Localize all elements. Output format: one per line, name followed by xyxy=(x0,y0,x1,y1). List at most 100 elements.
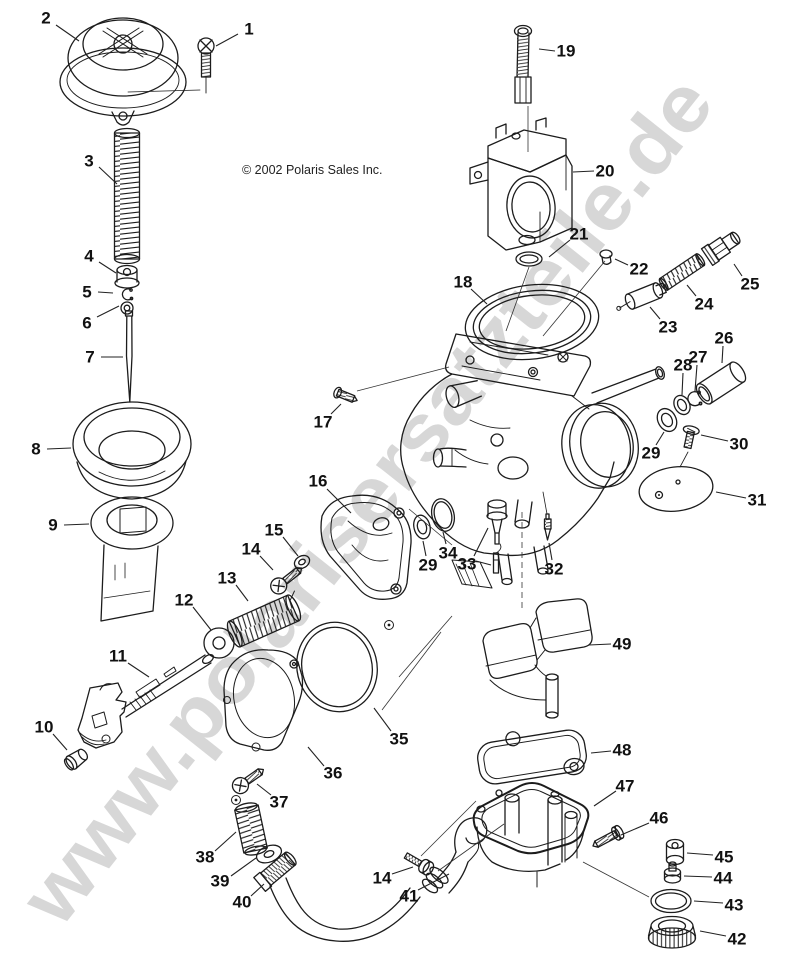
part-9-throttle-slide xyxy=(90,496,174,622)
leader-line-1 xyxy=(215,33,239,47)
part-8-diaphragm xyxy=(72,401,192,500)
part-13-return-spring xyxy=(226,590,302,648)
part-7-jet-needle xyxy=(124,310,134,403)
part-33-needle-valve xyxy=(486,499,508,574)
part-31-cover-plate xyxy=(638,466,714,512)
part-36-chamber-cover xyxy=(223,649,304,752)
part-label-24: 24 xyxy=(695,295,714,314)
part-label-45: 45 xyxy=(715,848,734,867)
part-label-27: 27 xyxy=(689,348,708,367)
part-47-float-bowl xyxy=(472,782,590,888)
part-label-36: 36 xyxy=(324,764,343,783)
part-label-2: 2 xyxy=(41,9,50,28)
part-label-25: 25 xyxy=(741,275,760,294)
part-label-26: 26 xyxy=(715,329,734,348)
part-25-cable-adjuster xyxy=(700,231,741,267)
leader-line-18 xyxy=(470,288,488,305)
leader-line-46 xyxy=(620,822,650,836)
part-21-o-ring xyxy=(515,251,543,267)
part-label-34: 34 xyxy=(439,544,458,563)
part-label-29: 29 xyxy=(419,556,438,575)
leader-line-29 xyxy=(655,431,665,446)
part-14-cover-screw xyxy=(270,567,303,595)
part-label-42: 42 xyxy=(728,930,747,949)
part-26-sleeve xyxy=(695,361,747,405)
leader-line-37 xyxy=(256,783,272,796)
leader-line-11 xyxy=(127,662,150,678)
leader-line-41 xyxy=(417,873,450,891)
part-label-10: 10 xyxy=(35,718,54,737)
part-14-bowl-screw xyxy=(403,852,435,876)
part-label-23: 23 xyxy=(659,318,678,337)
part-1-cover-screw xyxy=(197,37,215,94)
leader-line-9 xyxy=(63,523,90,526)
leader-line-49 xyxy=(588,643,612,646)
part-4-spring-seat xyxy=(114,264,140,289)
part-label-20: 20 xyxy=(596,162,615,181)
leader-line-42 xyxy=(699,930,727,937)
leader-line-33 xyxy=(473,527,489,557)
leader-line-19 xyxy=(538,48,556,52)
leader-line-43 xyxy=(693,900,724,904)
leader-line-25 xyxy=(733,263,743,277)
part-label-28: 28 xyxy=(674,356,693,375)
leader-line-48 xyxy=(590,750,612,754)
leader-line-20 xyxy=(572,170,595,173)
part-label-18: 18 xyxy=(454,273,473,292)
part-34-o-ring xyxy=(430,498,456,532)
alignment-dot-right xyxy=(384,620,394,630)
leader-line-21 xyxy=(548,239,571,258)
leader-line-38 xyxy=(214,831,237,852)
part-label-49: 49 xyxy=(613,635,632,654)
part-37-cover-screw xyxy=(231,768,265,795)
leader-line-17 xyxy=(330,403,342,415)
leader-line-33 xyxy=(475,560,492,566)
part-label-4: 4 xyxy=(84,247,94,266)
part-44-drain-fitting xyxy=(663,861,682,884)
part-16-mixing-chamber-top xyxy=(320,494,412,600)
part-23-plunger xyxy=(616,282,667,311)
part-label-13: 13 xyxy=(218,569,237,588)
part-label-14: 14 xyxy=(373,869,392,888)
part-label-7: 7 xyxy=(85,348,94,367)
leader-line-10 xyxy=(52,733,68,751)
part-12-bushing-washer xyxy=(203,627,235,659)
part-label-5: 5 xyxy=(82,283,91,302)
part-39-washer xyxy=(255,844,283,864)
leader-line-29 xyxy=(422,540,427,557)
leader-line-36 xyxy=(307,746,325,767)
leader-line-4 xyxy=(98,261,117,274)
leader-line-3 xyxy=(98,166,118,185)
part-35-cover-gasket xyxy=(296,621,378,713)
part-43-o-ring xyxy=(650,888,692,914)
copyright-text: © 2002 Polaris Sales Inc. xyxy=(242,163,383,177)
leader-line-6 xyxy=(96,305,120,318)
part-label-22: 22 xyxy=(630,260,649,279)
leader-line-32 xyxy=(548,542,553,561)
part-19-bracket-bolt xyxy=(513,24,533,104)
part-label-29: 29 xyxy=(642,444,661,463)
part-label-19: 19 xyxy=(557,42,576,61)
part-label-32: 32 xyxy=(545,560,564,579)
part-20-cable-bracket xyxy=(469,117,573,251)
leader-line-34 xyxy=(442,531,447,545)
part-label-37: 37 xyxy=(270,793,289,812)
leader-line-24 xyxy=(686,284,697,297)
callout-layer: 1234567891011121314151617181920212223242… xyxy=(31,9,766,949)
part-48-bowl-gasket xyxy=(477,729,587,785)
leader-line-40 xyxy=(250,883,265,897)
part-10-pin-plug xyxy=(63,748,89,771)
part-5-e-clip xyxy=(121,288,134,301)
leader-line-14 xyxy=(259,555,274,571)
part-28-washer xyxy=(673,394,691,416)
part-label-31: 31 xyxy=(748,491,767,510)
part-29-seal-right xyxy=(656,407,678,433)
part-label-14: 14 xyxy=(242,540,261,559)
construction-lines xyxy=(356,106,650,898)
part-49-float-assembly xyxy=(482,598,593,719)
leader-line-26 xyxy=(721,345,724,364)
part-label-44: 44 xyxy=(714,869,733,888)
leader-line-5 xyxy=(97,291,114,294)
part-label-17: 17 xyxy=(314,413,333,432)
